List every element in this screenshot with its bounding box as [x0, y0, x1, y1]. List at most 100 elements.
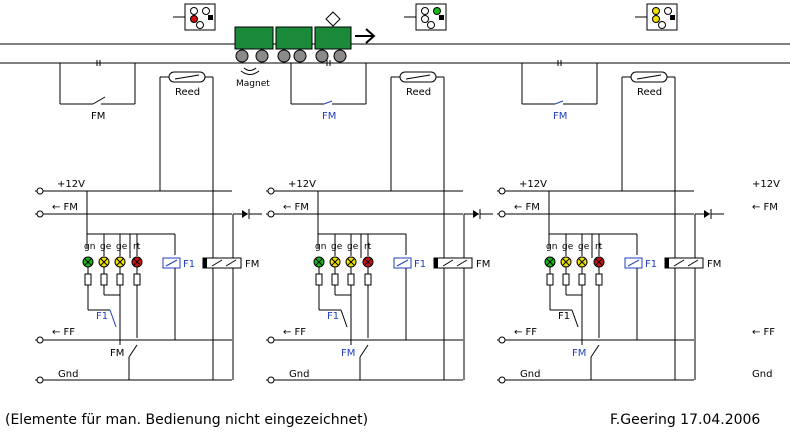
- fm-contact-lower: [128, 344, 138, 358]
- fm-contact-label: FM: [322, 111, 336, 122]
- diode-icon: [242, 210, 248, 218]
- signal-lamp-icon: [196, 21, 204, 29]
- diode-icon: [704, 210, 710, 218]
- rail-gnd-label: Gnd: [520, 369, 540, 380]
- resistor-icon: [578, 273, 586, 286]
- resistor-icon: [100, 273, 108, 286]
- lamp-cross: [546, 258, 554, 266]
- lamp-label: rt: [133, 242, 141, 252]
- signal-lamp-icon: [190, 15, 198, 23]
- terminal-icon: [267, 376, 275, 384]
- terminal-icon: [267, 210, 275, 218]
- relay-fm-end: [434, 258, 438, 268]
- terminal-icon: [267, 187, 275, 195]
- relay-fm-mark: [673, 259, 685, 267]
- relay-f1-label: F1: [645, 259, 657, 270]
- relay-fm-icon: [433, 257, 473, 269]
- wheel: [315, 49, 329, 63]
- magnet-label: Magnet: [236, 79, 270, 89]
- relay-fm-mark: [225, 259, 237, 267]
- lamp-label: rt: [364, 242, 372, 252]
- f1-contact-label: F1: [96, 311, 108, 322]
- fm-contact-lower: [590, 344, 600, 358]
- wheel: [235, 49, 249, 63]
- rail-fm-label: ← FM: [514, 202, 540, 213]
- rail-12v-label: +12V: [288, 179, 316, 190]
- rail-12v-label-right: +12V: [752, 179, 780, 190]
- fm-contact-lower-label: FM: [110, 348, 124, 359]
- lamp-cross: [562, 258, 570, 266]
- rail-fm-label: ← FM: [283, 202, 309, 213]
- signal-lamp-icon: [433, 7, 441, 15]
- lamp-cross: [116, 258, 124, 266]
- rail-ff-label: ← FF: [283, 327, 306, 338]
- wheel: [333, 49, 347, 63]
- signal-lamp-icon: [658, 21, 666, 29]
- lamp-cross: [84, 258, 92, 266]
- lamp-cross: [364, 258, 372, 266]
- signal-plate-icon: [670, 15, 675, 20]
- lamp-cross: [595, 258, 603, 266]
- relay-fm-icon: [664, 257, 704, 269]
- terminal-icon: [36, 210, 44, 218]
- resistor-icon: [133, 273, 141, 286]
- fm-contact-switch: [323, 100, 333, 105]
- reed-label: Reed: [175, 87, 200, 98]
- terminal-icon: [267, 336, 275, 344]
- resistor-icon: [562, 273, 570, 286]
- rail-12v-label: +12V: [519, 179, 547, 190]
- footer-note: (Elemente für man. Bedienung nicht einge…: [5, 412, 368, 428]
- lamp-label: gn: [84, 242, 95, 252]
- fm-contact-switch: [554, 100, 564, 105]
- train: Magnet: [234, 11, 376, 89]
- rail-gnd-label: Gnd: [289, 369, 309, 380]
- signal-plate-icon: [439, 15, 444, 20]
- resistor-icon: [116, 273, 124, 286]
- signal-lamp-icon: [421, 7, 429, 15]
- terminal-icon: [36, 187, 44, 195]
- wheel: [293, 49, 307, 63]
- signal-lamp-icon: [190, 7, 198, 15]
- lamp-cross: [133, 258, 141, 266]
- reed-blade: [174, 74, 200, 80]
- signal-plate-icon: [208, 15, 213, 20]
- relay-fm-label: FM: [707, 259, 721, 270]
- lamp-label: ge: [562, 242, 574, 252]
- relay-fm-end: [203, 258, 207, 268]
- train-car: [314, 26, 352, 50]
- relay-fm-end: [665, 258, 669, 268]
- magnet-wave-icon: [240, 70, 260, 75]
- relay-f1-label: F1: [414, 259, 426, 270]
- lamp-cross: [315, 258, 323, 266]
- train-wheels: [235, 49, 347, 63]
- lamp-label: gn: [315, 242, 326, 252]
- relay-fm-mark: [211, 259, 223, 267]
- terminal-icon: [498, 376, 506, 384]
- reed-label: Reed: [406, 87, 431, 98]
- lamp-cross: [331, 258, 339, 266]
- terminal-icon: [36, 376, 44, 384]
- rail-gnd-label-right: Gnd: [752, 369, 772, 380]
- signal-lamp-icon: [652, 15, 660, 23]
- f1-contact-label: F1: [327, 311, 339, 322]
- lamp-label: ge: [331, 242, 343, 252]
- train-car: [275, 26, 313, 50]
- relay-fm-label: FM: [476, 259, 490, 270]
- f1-contact: [340, 309, 348, 328]
- f1-contact: [571, 309, 579, 328]
- reed-blade: [636, 74, 662, 80]
- relay-fm-mark: [442, 259, 454, 267]
- resistor-icon: [595, 273, 603, 286]
- lamp-label: ge: [100, 242, 112, 252]
- signal-lamp-icon: [421, 15, 429, 23]
- relay-fm-mark: [687, 259, 699, 267]
- fm-contact-lower: [359, 344, 369, 358]
- train-car: [234, 26, 274, 50]
- arrow-head-icon: [365, 28, 376, 44]
- relay-fm-label: FM: [245, 259, 259, 270]
